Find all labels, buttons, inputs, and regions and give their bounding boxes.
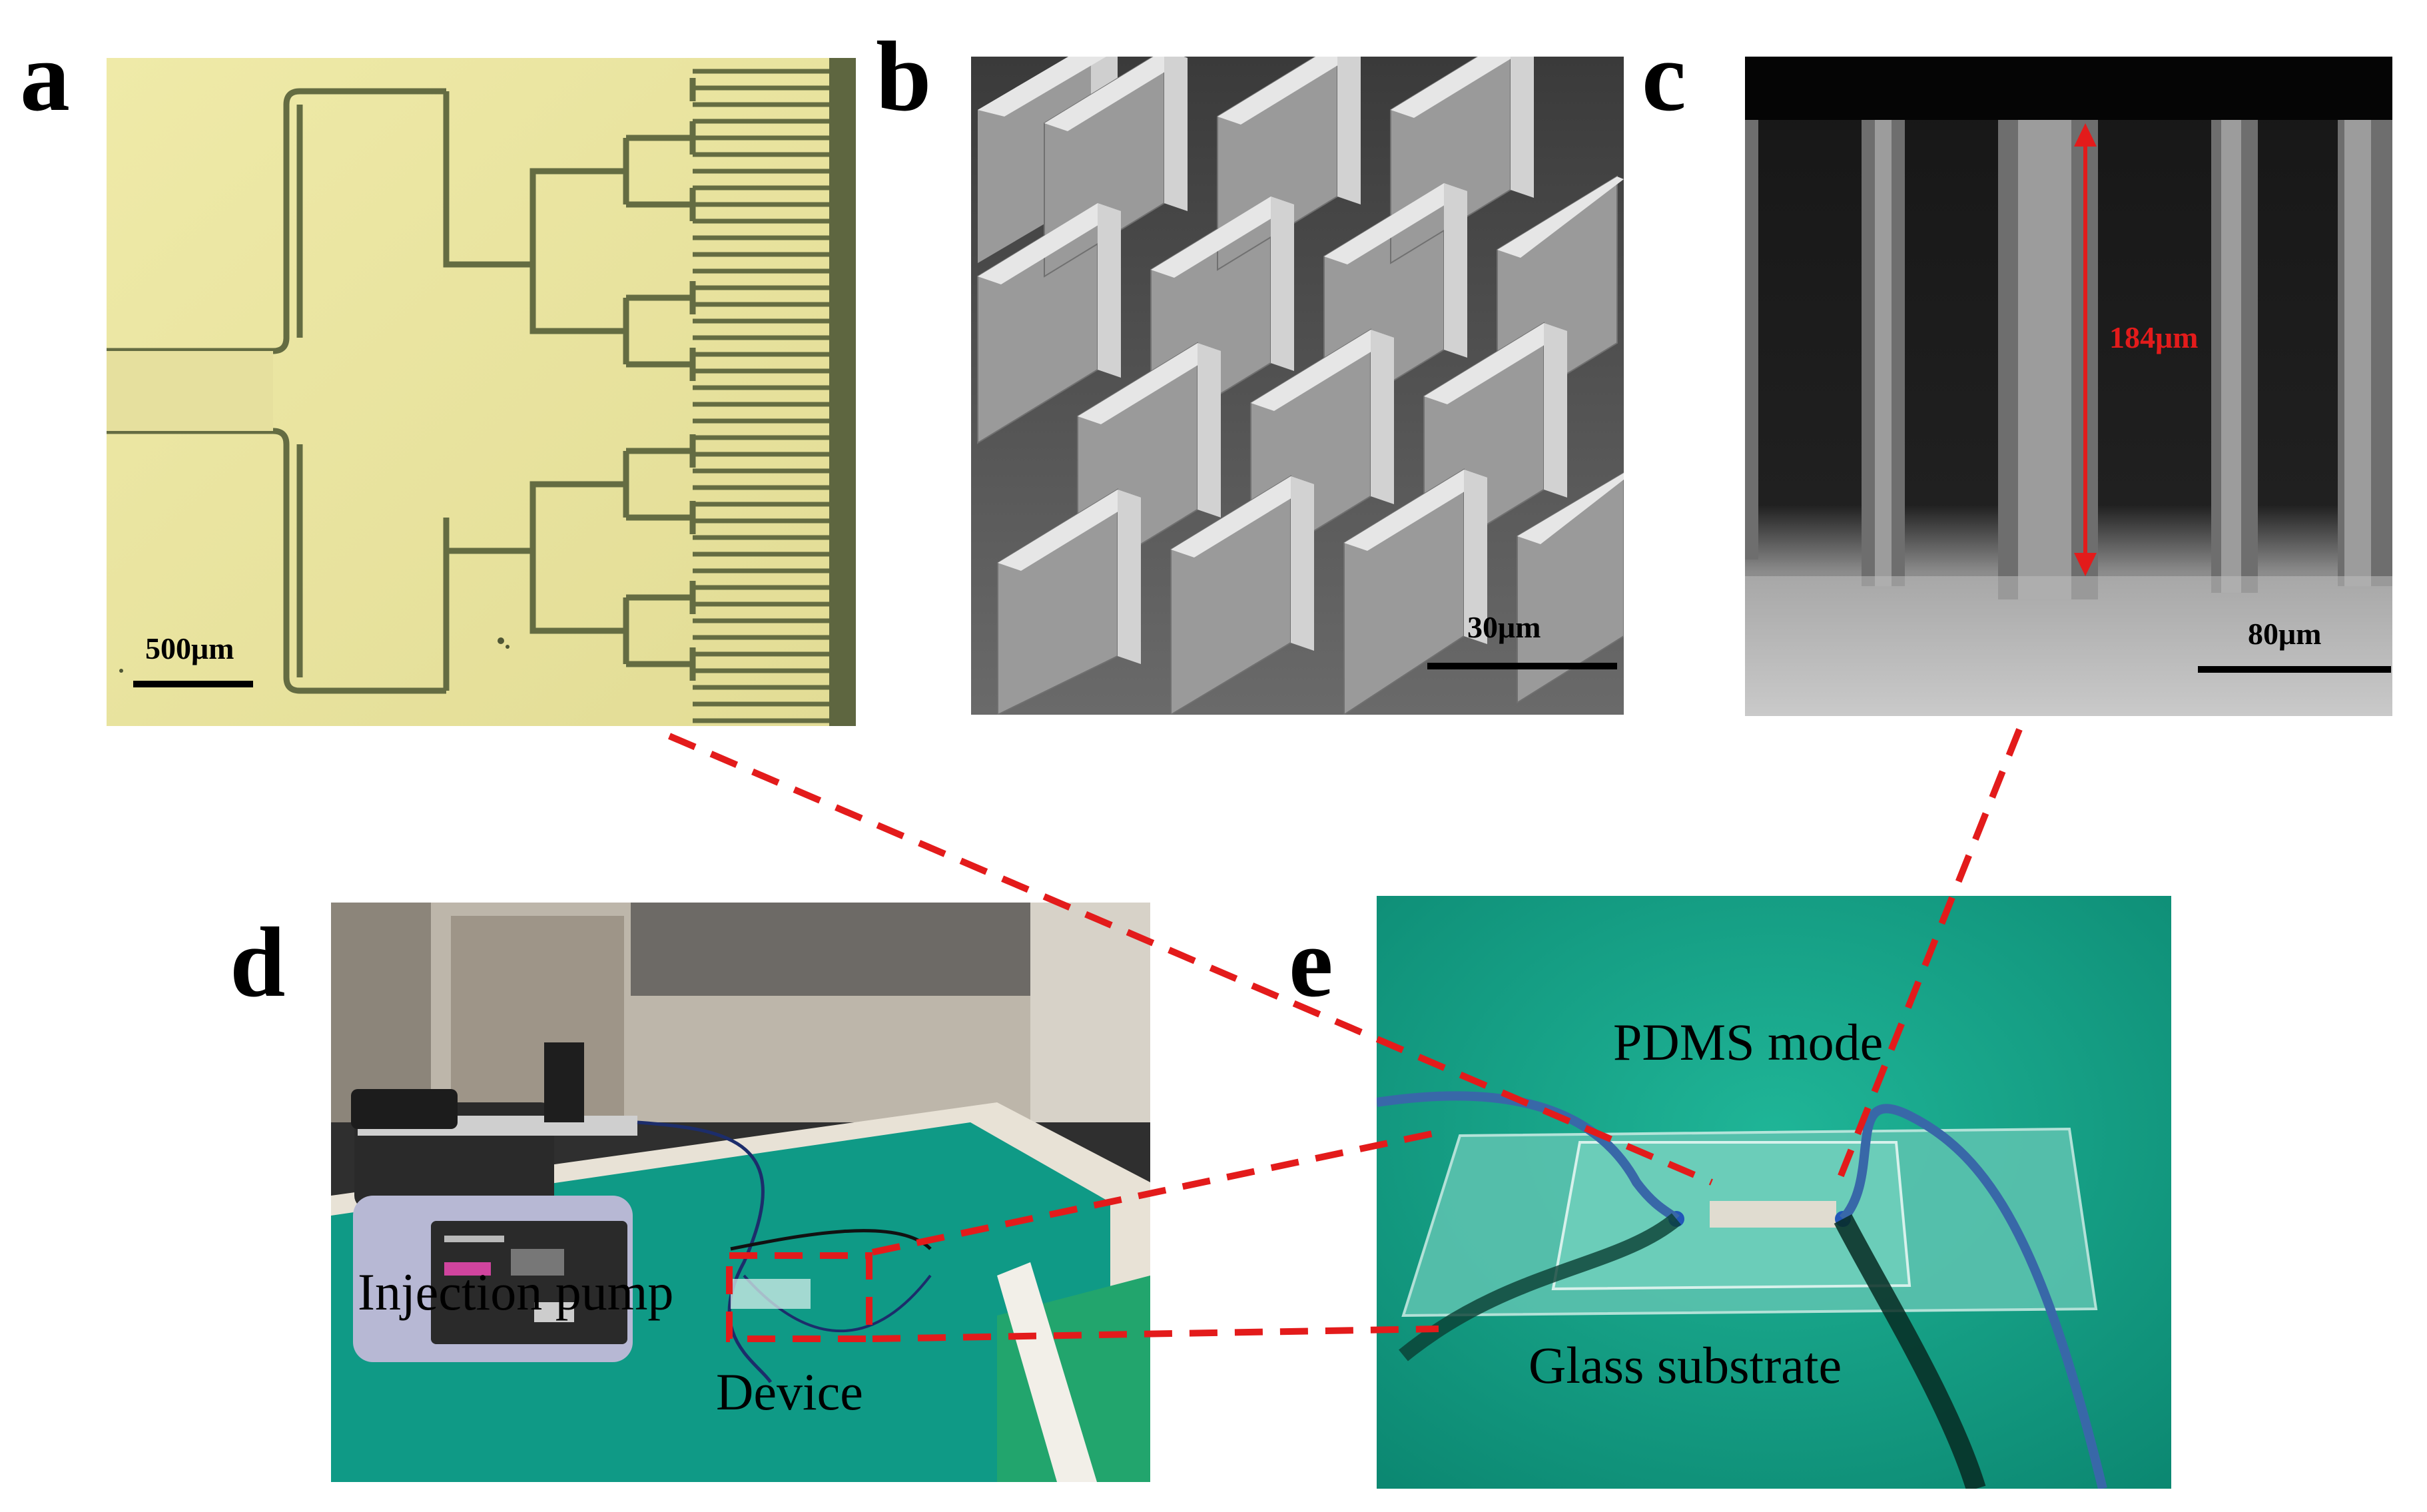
label-device: Device [716, 1363, 863, 1421]
label-glass-substrate: Glass substrate [1529, 1336, 1842, 1394]
scale-label-c: 80μm [2248, 617, 2322, 651]
lab-setup-photo: Injection pump Device [331, 903, 1150, 1482]
scale-bar-a [133, 681, 253, 687]
scale-label-b: 30μm [1467, 610, 1541, 644]
microscope-image: 500μm [107, 58, 856, 726]
panel-letter-e: e [1289, 907, 1333, 1018]
panel-letter-d: d [230, 907, 286, 1018]
measurement-label: 184μm [2109, 320, 2199, 354]
device-photo: PDMS mode Glass substrate [1377, 896, 2171, 1489]
label-pdms-mode: PDMS mode [1613, 1013, 1884, 1071]
panel-letter-b: b [876, 21, 932, 132]
cross-section-image: 184μm 80μm [1745, 57, 2392, 716]
scale-bar-b [1427, 663, 1617, 669]
sem-image: 30μm [971, 57, 1624, 715]
label-injection-pump: Injection pump [358, 1263, 674, 1321]
scale-label-a: 500μm [145, 631, 234, 665]
panel-letter-c: c [1642, 21, 1686, 132]
panel-letter-a: a [20, 21, 70, 132]
scale-bar-c [2198, 666, 2391, 673]
